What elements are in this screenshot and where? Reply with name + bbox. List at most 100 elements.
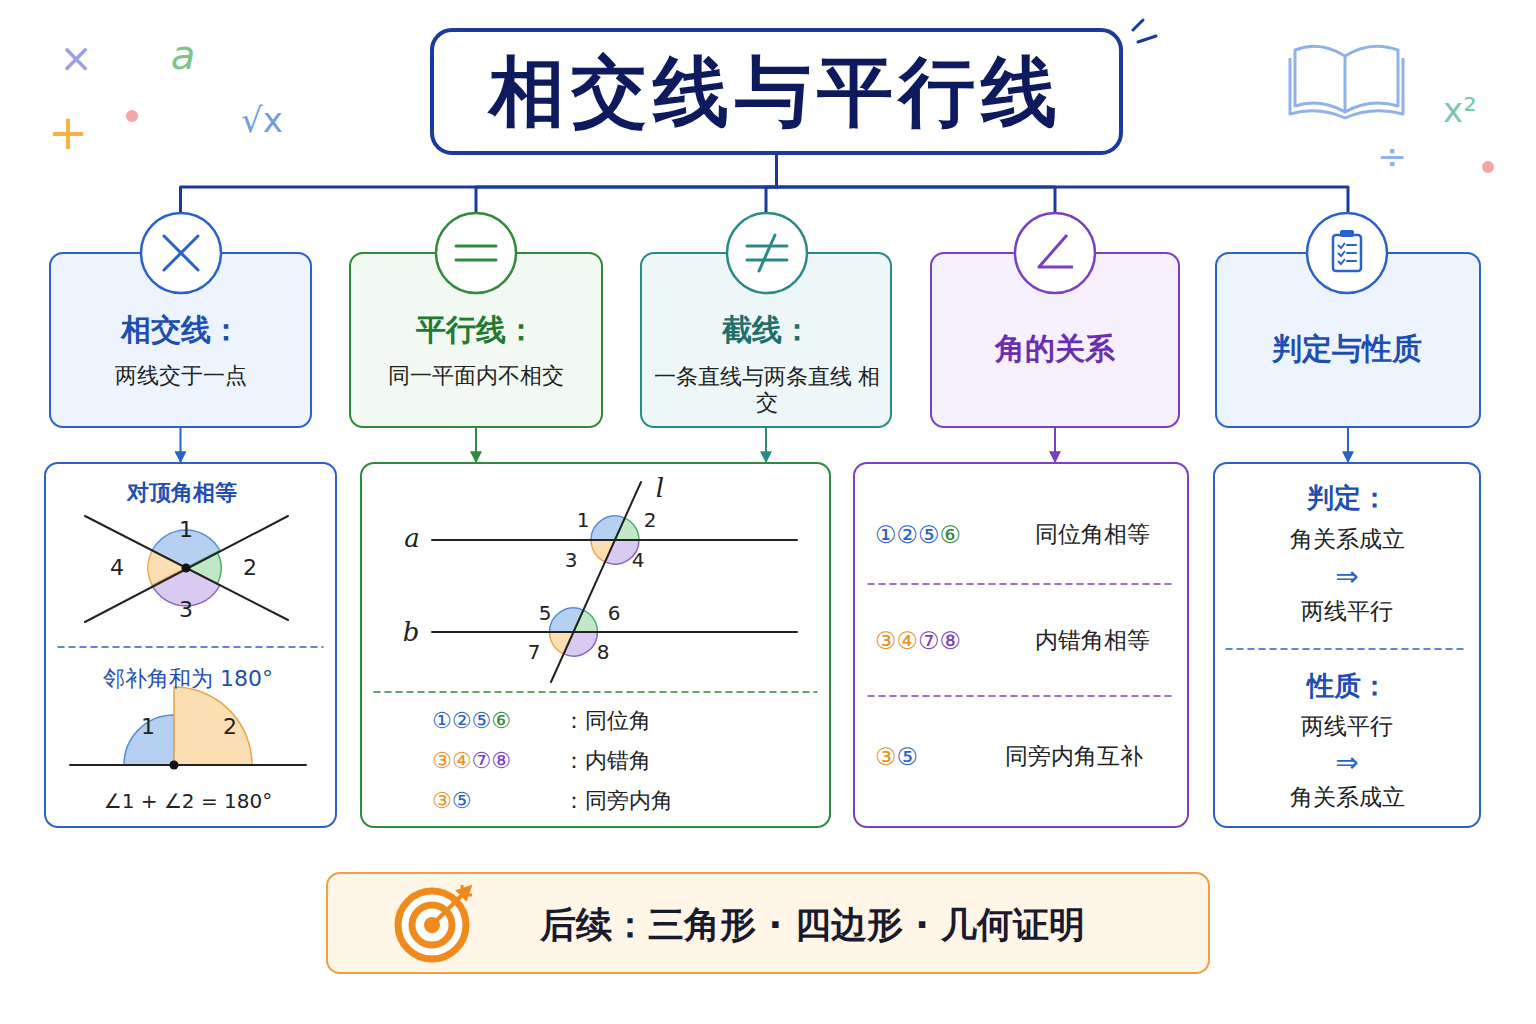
- box-fill: [1213, 462, 1481, 828]
- target-ring: [398, 891, 466, 959]
- angle-number: 4: [110, 557, 124, 579]
- node-text: ①②⑤⑥: [432, 708, 511, 734]
- angle-number: 1: [141, 716, 155, 738]
- icon-circle: [436, 213, 516, 293]
- angle-number: 2: [644, 510, 657, 530]
- decor-symbol: ÷: [1377, 139, 1407, 175]
- node-text: 两线交于一点: [115, 363, 247, 389]
- footer-bar: 后续：三角形 · 四边形 · 几何证明: [326, 872, 1210, 974]
- topic-box: 截线：一条直线与两条直线 相交: [640, 252, 892, 428]
- line-name: b: [403, 619, 420, 645]
- connector: [777, 155, 1056, 252]
- angle-number: 2: [243, 557, 257, 579]
- decor-symbol: √x: [241, 103, 283, 137]
- angle-number: 3: [179, 599, 193, 621]
- box-fill: [326, 872, 1210, 974]
- connector: [181, 155, 777, 252]
- topic-icon: [141, 213, 221, 293]
- node-text: ③④⑦⑧: [432, 748, 511, 774]
- connector: [766, 155, 777, 252]
- connector: [765, 428, 767, 462]
- vertex-dot: [170, 761, 179, 770]
- decor-dot: [126, 110, 138, 122]
- line-name: a: [404, 525, 420, 551]
- connector: [777, 155, 1349, 252]
- icon-stroke: [747, 245, 787, 248]
- angle-sector: [574, 610, 598, 632]
- node-text: ：内错角: [563, 748, 651, 774]
- icon-stroke: [759, 235, 775, 271]
- node-text: 同位角相等: [1035, 521, 1150, 549]
- decor-symbol: x²: [1443, 93, 1477, 127]
- angle-sector: [591, 540, 615, 562]
- icon-stroke: [1338, 251, 1345, 256]
- circled-number: ④: [452, 748, 472, 773]
- decor-symbol: ×: [59, 38, 93, 78]
- angle-number: 1: [179, 519, 193, 541]
- angle-sector: [174, 687, 252, 765]
- node-text: ：同旁内角: [563, 788, 673, 814]
- node-text: 同一平面内不相交: [388, 363, 564, 389]
- icon-stroke: [747, 259, 787, 262]
- circled-number: ⑤: [452, 788, 472, 813]
- box-fill: [430, 28, 1123, 155]
- figure-line: [70, 764, 306, 766]
- connector: [1347, 428, 1349, 462]
- topic-box: 角的关系: [930, 252, 1180, 428]
- angle-sector: [124, 715, 174, 765]
- icon-stroke: [1338, 259, 1345, 264]
- node-text: 角关系成立: [1290, 784, 1405, 812]
- icon-circle: [727, 213, 807, 293]
- angle-sector: [615, 518, 639, 540]
- icon-stroke: [1039, 235, 1073, 267]
- angle-number: 5: [539, 603, 552, 623]
- node-text: ⇒: [1335, 746, 1358, 780]
- icon-circle: [1307, 213, 1387, 293]
- vertex-dot: [182, 564, 191, 573]
- box-fill: [640, 252, 892, 428]
- book-icon: [1290, 46, 1403, 118]
- box-fill: [360, 462, 831, 828]
- divider-line: [1226, 648, 1468, 650]
- topic-box: 判定与性质: [1215, 252, 1481, 428]
- icon-stroke: [1340, 230, 1354, 237]
- node-text: ∠1 + ∠2 = 180°: [104, 789, 272, 813]
- circled-number: ①: [875, 521, 897, 549]
- node-text: ：同位角: [563, 708, 651, 734]
- connector: [475, 428, 477, 462]
- figure-line: [85, 516, 288, 622]
- heading-text: 截线：: [722, 312, 812, 348]
- icon-stroke: [1347, 252, 1356, 254]
- node-text: 角关系成立: [1290, 526, 1405, 554]
- decor-stroke: [1138, 36, 1156, 42]
- box-fill: [349, 252, 603, 428]
- node-text: 两线平行: [1301, 598, 1393, 626]
- node-text: 对顶角相等: [127, 480, 237, 506]
- circled-number: ②: [897, 521, 919, 549]
- circled-number: ⑥: [940, 521, 962, 549]
- divider-line: [868, 583, 1176, 585]
- icon-stroke: [1333, 235, 1361, 271]
- node-text: ③⑤: [875, 743, 918, 772]
- connector: [476, 155, 777, 252]
- circled-number: ④: [897, 627, 919, 655]
- circled-number: ②: [452, 708, 472, 733]
- topic-icon: [727, 213, 807, 293]
- circled-number: ⑤: [918, 521, 940, 549]
- heading-text: 相交线：: [121, 312, 241, 348]
- angle-number: 2: [223, 716, 237, 738]
- icon-stroke: [164, 236, 198, 270]
- detail-panel: 判定：角关系成立⇒两线平行性质：两线平行⇒角关系成立: [1213, 462, 1481, 828]
- target-arrow-fletch: [458, 885, 472, 899]
- node-text: 性质：: [1307, 670, 1388, 702]
- angle-number: 6: [608, 603, 621, 623]
- node-text: 邻补角和为 180°: [103, 666, 273, 692]
- icon-stroke: [1338, 243, 1345, 248]
- node-text: 角的关系: [995, 331, 1115, 367]
- circled-number: ⑦: [471, 748, 491, 773]
- icon-stroke: [164, 236, 198, 270]
- icon-stroke: [456, 259, 496, 262]
- node-text: 两线平行: [1301, 713, 1393, 741]
- circled-number: ⑤: [471, 708, 491, 733]
- node-text: ③⑤: [432, 788, 471, 814]
